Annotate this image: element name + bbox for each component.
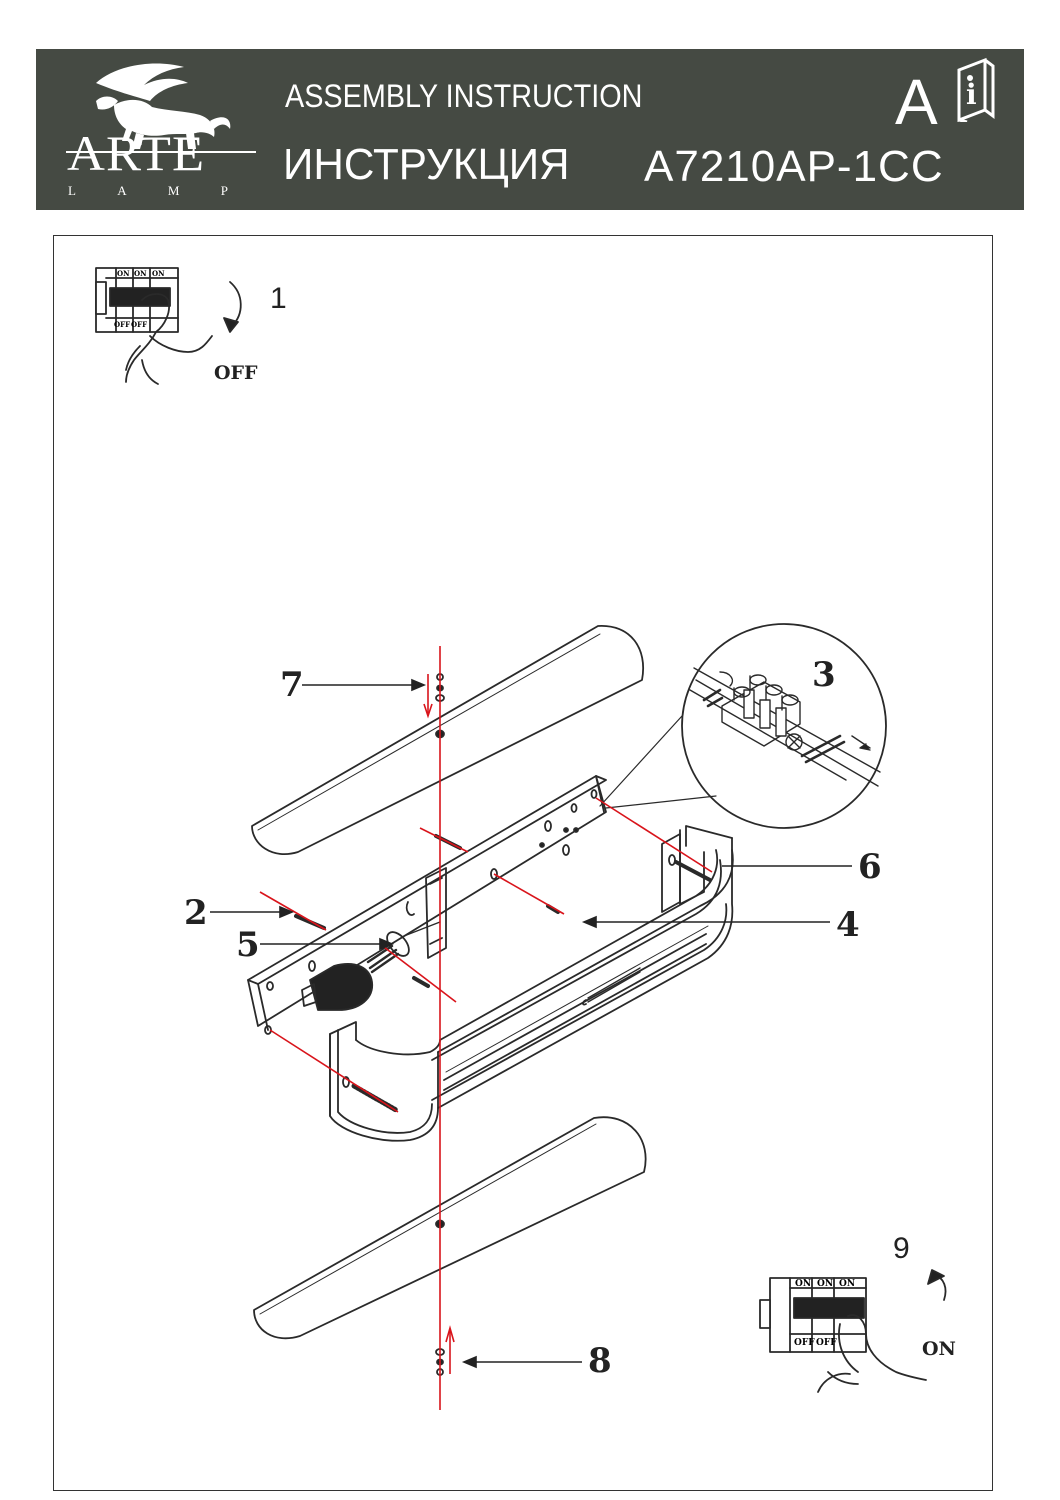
brand-subtitle: L A M P	[68, 183, 228, 199]
step-9-label: 9	[893, 1232, 910, 1265]
step-5-label: 5	[236, 925, 260, 965]
instruction-book-icon: i	[957, 57, 995, 122]
arte-lamp-griffin-logo	[66, 63, 256, 153]
breaker-on-icon	[759, 1277, 927, 1393]
lamp-shade-left	[329, 1033, 439, 1142]
brand-sub-letter: M	[167, 183, 180, 198]
bottom-glass-panel	[253, 1116, 647, 1340]
switch-on-small: ON	[795, 1279, 812, 1289]
brand-sub-letter: A	[117, 183, 127, 198]
step-8-label: 8	[588, 1341, 612, 1381]
breaker-off-icon	[95, 267, 213, 385]
switch-off-small: OFF	[794, 1338, 815, 1348]
step-6-label: 6	[858, 847, 882, 887]
svg-text:i: i	[966, 78, 977, 111]
switch-off-small: OFF	[114, 320, 131, 329]
terminal-block-inset	[681, 623, 887, 829]
switch-off-small: OFF	[131, 320, 148, 329]
diagram-frame	[53, 235, 993, 1491]
brand-sub-letter: L	[68, 183, 76, 198]
switch-on-label: ON	[922, 1338, 956, 1360]
step-3-label: 3	[812, 655, 836, 695]
assembly-guide-lines	[259, 646, 713, 1410]
top-glass-panel	[251, 625, 644, 855]
title-russian: ИНСТРУКЦИЯ	[283, 140, 570, 189]
brand-sub-letter: P	[220, 183, 228, 198]
step-1-label: 1	[270, 282, 287, 315]
brand-name: ARTE	[67, 125, 206, 181]
switch-on-small: ON	[817, 1279, 834, 1289]
back-plate	[247, 775, 607, 1027]
step-2-label: 2	[184, 893, 208, 933]
switch-off-small: OFF	[816, 1338, 837, 1348]
step-7-label: 7	[280, 665, 304, 705]
switch-on-small: ON	[839, 1279, 856, 1289]
header-banner: ARTE L A M P ASSEMBLY INSTRUCTION ИНСТРУ…	[36, 49, 1024, 210]
model-number: A7210AP-1CC	[644, 142, 944, 191]
step-4-label: 4	[836, 905, 860, 945]
switch-off-label: OFF	[214, 362, 258, 384]
switch-on-small: ON	[117, 269, 130, 278]
switch-on-small: ON	[134, 269, 147, 278]
badge-letter: A	[895, 66, 938, 138]
switch-on-small: ON	[152, 269, 165, 278]
title-english: ASSEMBLY INSTRUCTION	[285, 78, 643, 114]
